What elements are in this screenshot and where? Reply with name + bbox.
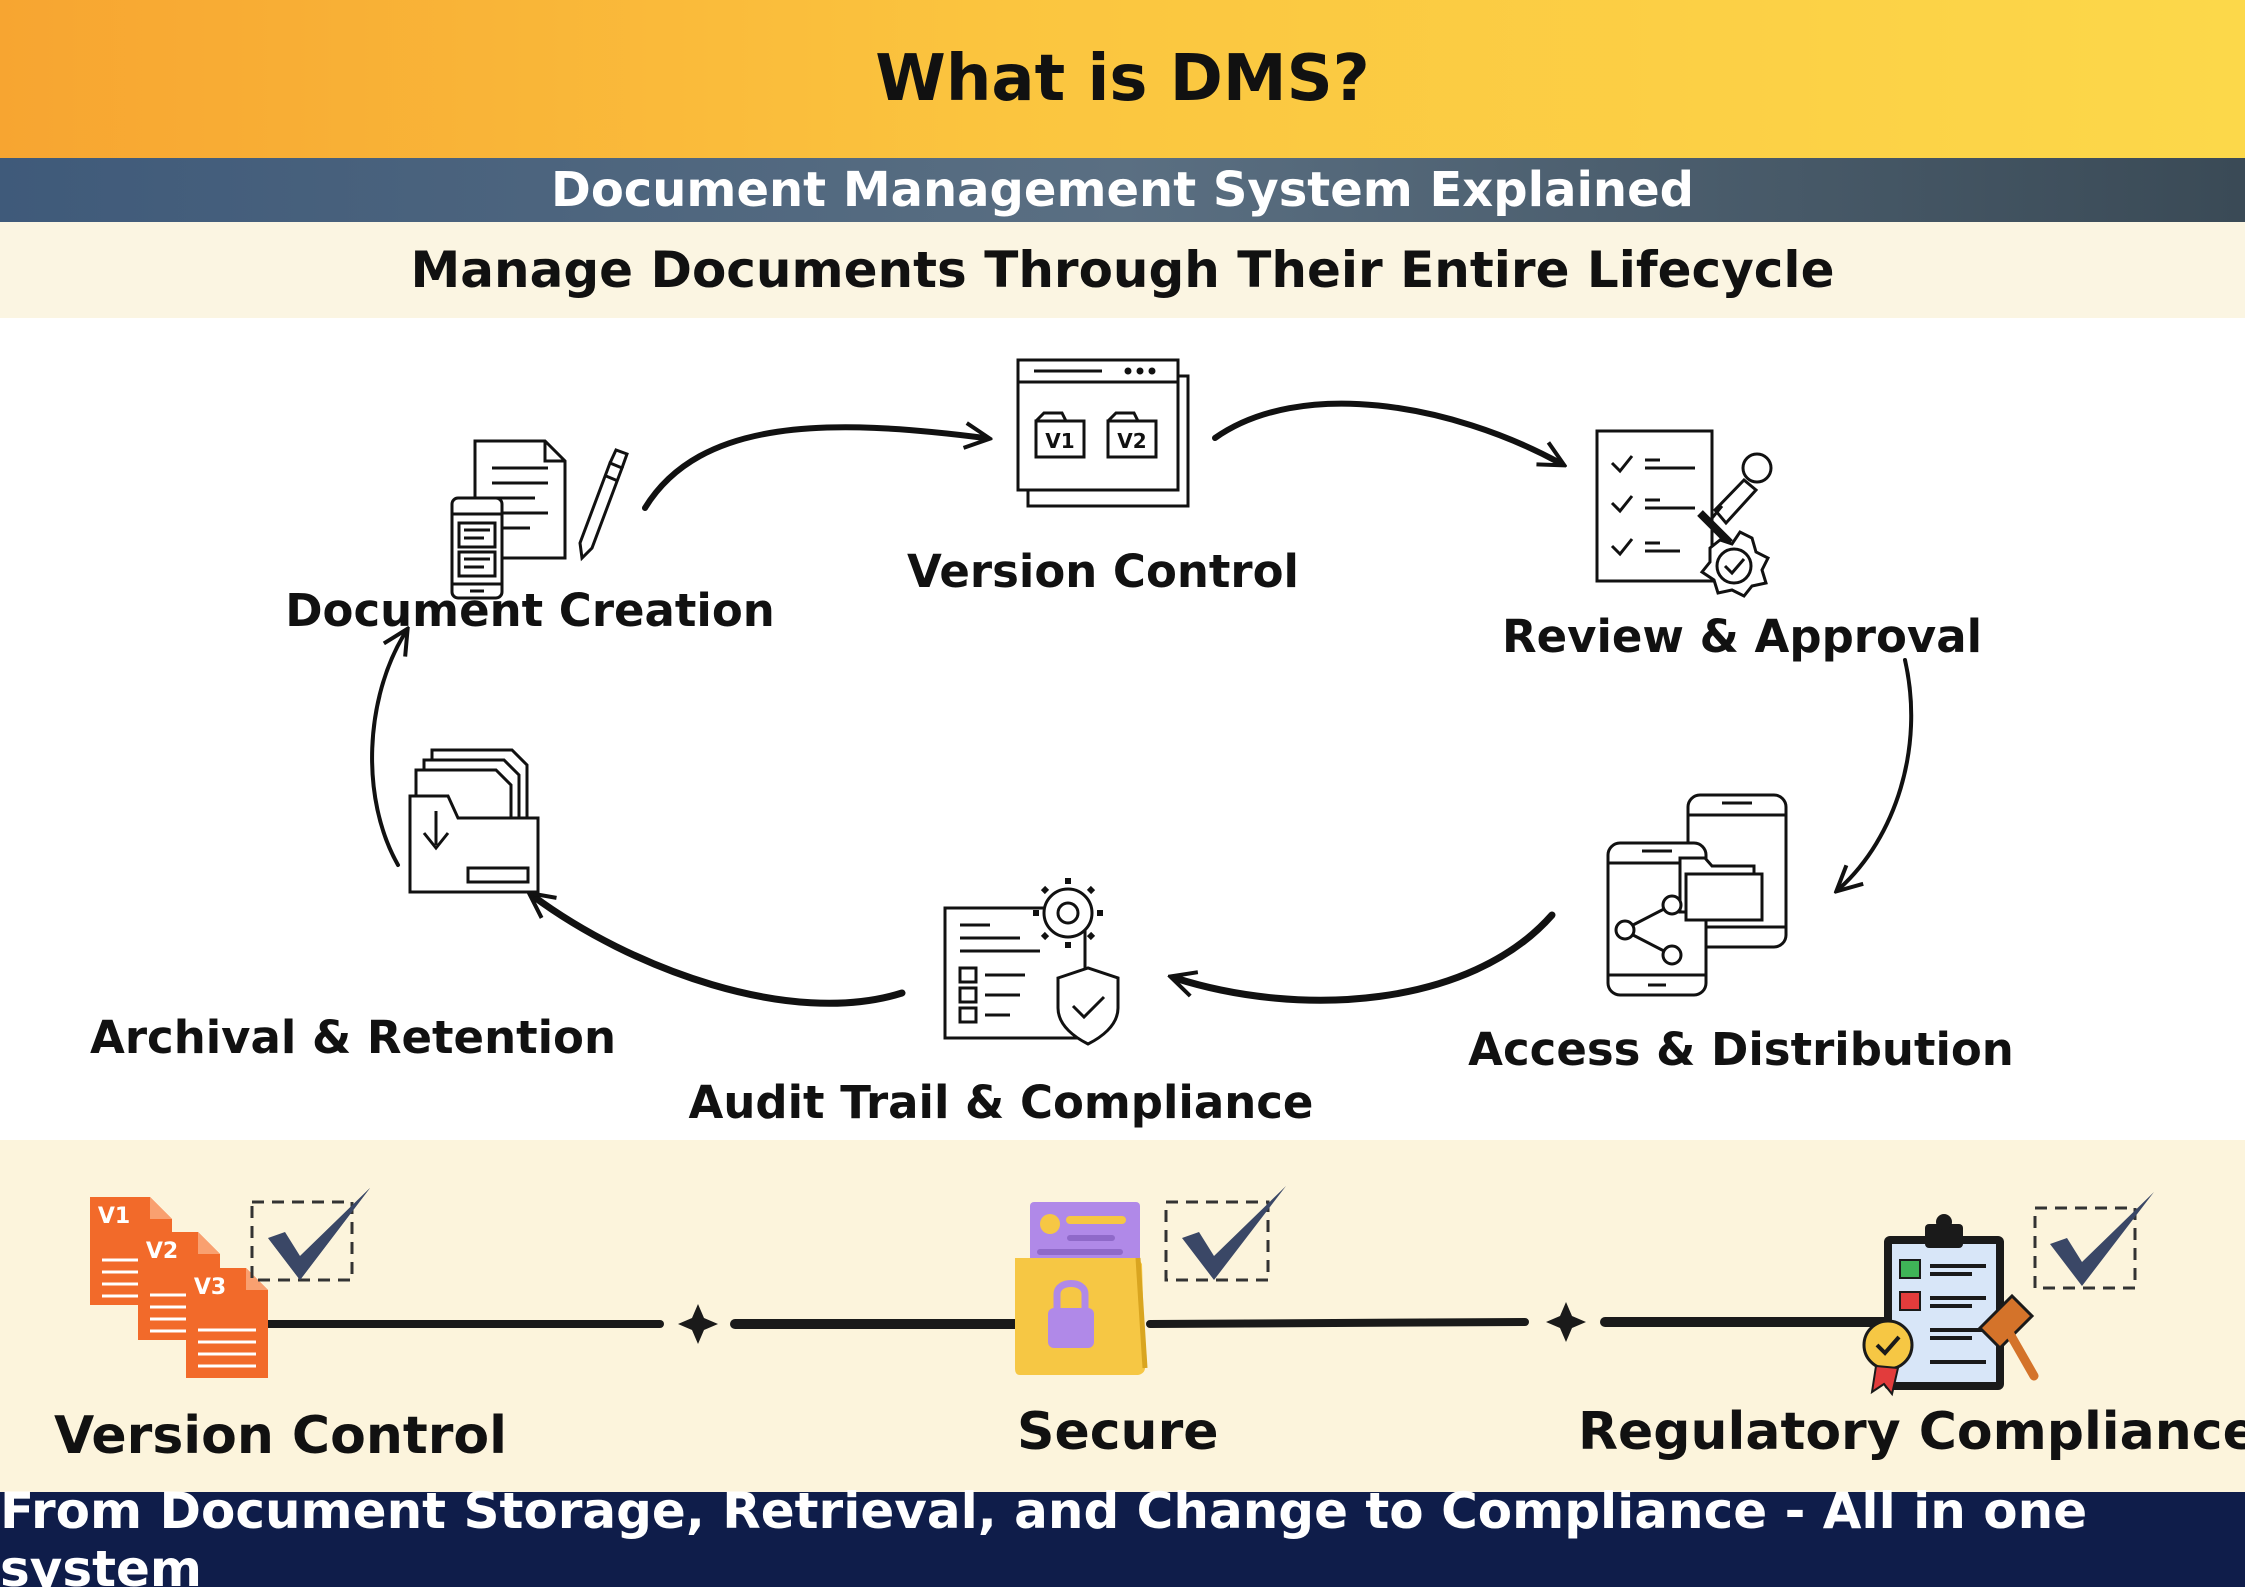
document-pen-icon [450,439,629,600]
diamond-sparkle-icon [1546,1302,1586,1342]
benefits-graphics: V1 V2 V3 [90,1186,2154,1397]
locked-folder-icon [1015,1202,1148,1375]
page-title: What is DMS? [875,42,1370,116]
audit-shield-icon [943,878,1120,1046]
arrow-archival-to-creation [370,633,405,867]
checkmark-badge-icon [2033,1192,2154,1290]
subtitle-banner: Document Management System Explained [0,158,2245,222]
icon-text-v2: V2 [146,1239,178,1264]
icon-text-v3: V3 [194,1275,226,1300]
benefits-strip: V1 V2 V3 [0,1140,2245,1492]
arrow-version-to-review [1212,400,1560,463]
title-banner: What is DMS? [0,0,2245,158]
archive-folder-icon [408,748,540,894]
lifecycle-diagram: V1 V2 [0,318,2245,1140]
benefit-connector [256,1302,1900,1344]
footer-text: From Document Storage, Retrieval, and Ch… [0,1481,2088,1587]
arrow-review-to-access [1840,658,1914,888]
stage-label-audit-compliance: Audit Trail & Compliance [688,1076,1314,1129]
footer-banner: From Document Storage, Retrieval, and Ch… [0,1482,2245,1587]
checkmark-badge-icon [1164,1186,1286,1282]
stage-label-version-control: Version Control [907,545,1299,598]
diamond-sparkle-icon [678,1304,718,1344]
icon-text-v2: V2 [1117,429,1146,453]
benefit-label-secure: Secure [1017,1402,1219,1462]
phone-share-icon [1606,793,1788,997]
benefit-label-regulatory-compliance: Regulatory Compliance [1578,1402,2245,1462]
checkmark-badge-icon [250,1188,370,1282]
lifecycle-graphics: V1 V2 [370,358,1914,1046]
stacked-versions-icon: V1 V2 V3 [90,1197,268,1378]
stage-label-review-approval: Review & Approval [1501,610,1983,663]
clipboard-gavel-icon [1862,1214,2039,1397]
stage-label-document-creation: Document Creation [285,584,775,637]
stage-label-archival-retention: Archival & Retention [90,1011,616,1064]
stage-label-access-distribution: Access & Distribution [1468,1023,2014,1076]
lifecycle-arrows [370,400,1914,1007]
page-subtitle: Document Management System Explained [550,162,1695,218]
arrow-access-to-audit [1175,911,1556,1004]
versioned-window-icon: V1 V2 [1016,358,1190,508]
page-tagline: Manage Documents Through Their Entire Li… [410,241,1835,299]
icon-text-v1: V1 [1045,429,1074,453]
arrow-creation-to-version [642,427,985,511]
tagline-banner: Manage Documents Through Their Entire Li… [0,222,2245,318]
arrow-audit-to-archival [533,896,906,1007]
icon-text-v1: V1 [98,1204,130,1229]
checklist-stamp-icon [1595,429,1773,598]
benefit-label-version-control: Version Control [54,1406,507,1466]
